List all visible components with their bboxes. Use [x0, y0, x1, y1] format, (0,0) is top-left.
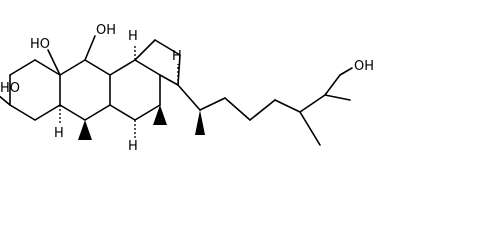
bond [84, 59, 111, 76]
bond-c5-oh [47, 49, 61, 76]
bond-c3-oh [0, 95, 11, 106]
bond-c6-oh [84, 35, 96, 61]
bond [274, 99, 301, 113]
wedge-c13-methyl [153, 105, 167, 125]
label-h-c10: H [54, 126, 64, 141]
bond [9, 59, 36, 76]
bond [199, 97, 226, 111]
bond [134, 104, 161, 121]
label-h-c9: H [128, 139, 138, 154]
bond [159, 74, 179, 86]
bond [9, 104, 36, 121]
side-chain [177, 74, 351, 146]
stereo-wedges [78, 105, 205, 140]
label-oh-c25: OH [354, 59, 374, 74]
label-oh-c6: OH [96, 23, 116, 38]
bond [299, 94, 326, 113]
bond [109, 104, 136, 121]
bond [249, 99, 276, 121]
stereo-hashes [59, 44, 179, 138]
bond [134, 39, 156, 61]
ring-c [109, 59, 161, 121]
label-ho-c3: HO [0, 81, 20, 96]
steroid-structure: OH HO HO OH H H H H [0, 23, 374, 154]
substituent-bonds [0, 35, 353, 106]
label-ho-c5: HO [30, 37, 50, 52]
bond-c25-oh [339, 67, 353, 76]
label-h-c8: H [128, 29, 138, 44]
structure-canvas: OH HO HO OH H H H H [0, 23, 375, 154]
ring-a [9, 59, 61, 121]
bond [59, 59, 86, 76]
bond [154, 39, 181, 56]
bond [324, 94, 351, 101]
bond [224, 97, 251, 121]
label-h-c14: H [172, 49, 182, 64]
bond [299, 111, 321, 146]
ring-b [59, 59, 111, 121]
bond [324, 74, 341, 96]
bond [109, 59, 136, 76]
bond [177, 84, 201, 111]
bond [34, 59, 61, 76]
wedge-c20-methyl [195, 110, 205, 135]
wedge-c10-methyl [78, 120, 92, 140]
bond [134, 59, 161, 76]
bond [84, 104, 111, 121]
bond [59, 104, 86, 121]
atom-labels: OH HO HO OH H H H H [0, 23, 374, 154]
bond [34, 104, 61, 121]
